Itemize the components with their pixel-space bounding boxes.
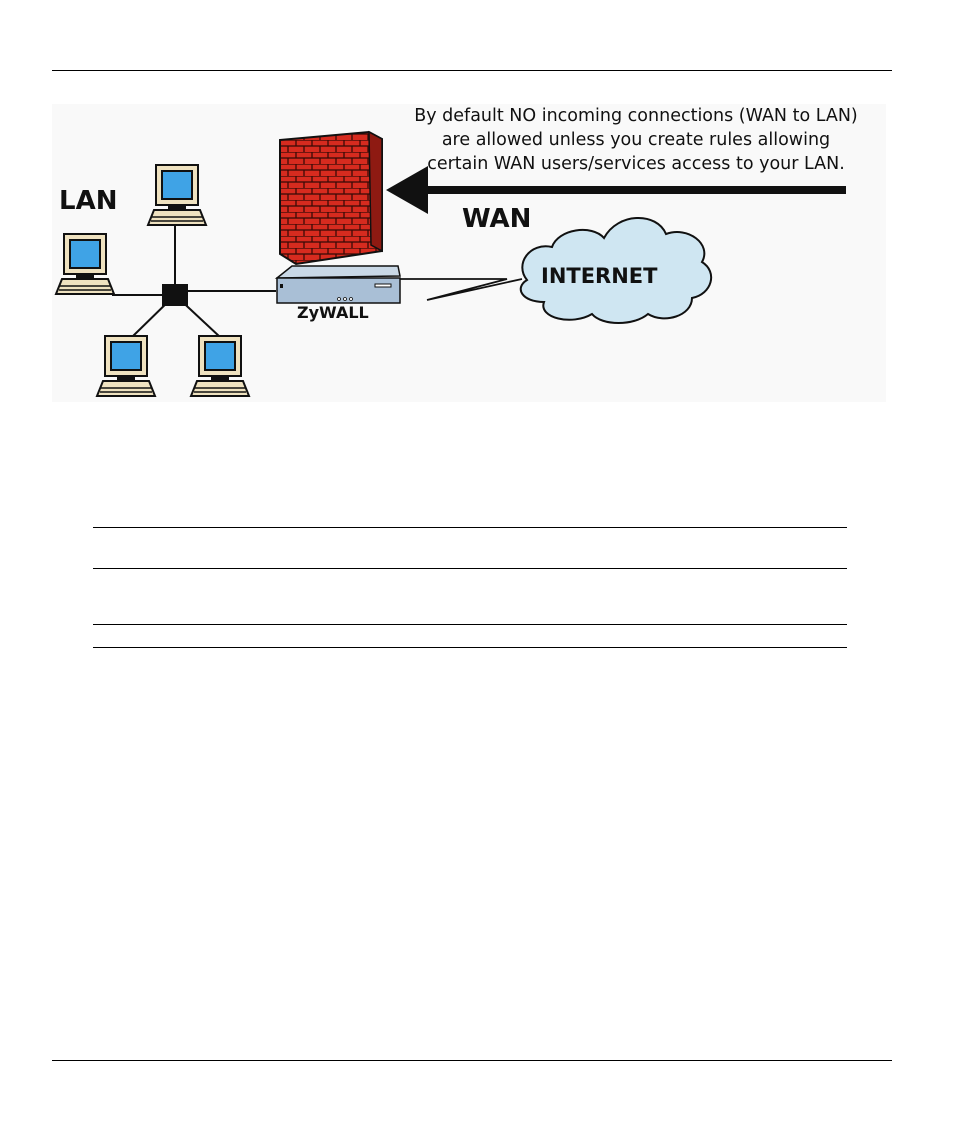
lan-cabling [112, 222, 276, 338]
diagram-canvas [55, 130, 846, 397]
firewall-icon [279, 130, 383, 266]
incoming-arrow-icon [386, 166, 846, 214]
internet-cloud-icon [519, 217, 713, 324]
firewall-diagram: By default NO incoming connections (WAN … [52, 104, 886, 402]
lan-computer-icon [147, 164, 207, 226]
zywall-label: ZyWALL [297, 303, 369, 322]
zywall-device-icon [274, 265, 401, 304]
network-hub [162, 284, 188, 306]
footer-rule [52, 1060, 892, 1061]
table-rule [93, 624, 847, 625]
table-rule [93, 527, 847, 528]
table-rule [93, 647, 847, 648]
lan-label: LAN [59, 186, 118, 216]
internet-label: INTERNET [541, 264, 658, 288]
lan-computer-icon [96, 335, 156, 397]
lan-computer-icon [55, 233, 115, 295]
default-policy-note: By default NO incoming connections (WAN … [414, 106, 858, 174]
wan-label: WAN [462, 204, 532, 234]
table-rule [93, 568, 847, 569]
header-rule [52, 70, 892, 71]
wan-link [400, 278, 523, 301]
lan-computer-icon [190, 335, 250, 397]
